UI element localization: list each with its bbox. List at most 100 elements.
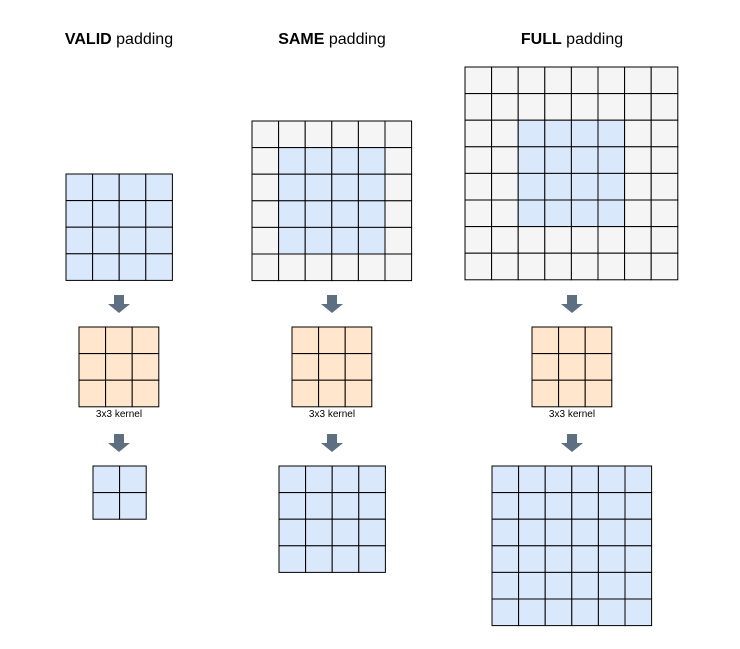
full-input-cell	[597, 93, 626, 121]
same-input-cell	[251, 120, 280, 149]
full-output-cell	[571, 518, 599, 547]
valid-input-cell	[92, 173, 120, 202]
full-input-cell	[597, 252, 626, 281]
valid-title: VALID padding	[65, 31, 173, 48]
same-input-cell	[304, 200, 333, 228]
same-input-cell	[278, 253, 306, 282]
full-input-cell	[464, 226, 493, 254]
same-output-cell	[305, 545, 333, 573]
full-output-cell	[518, 492, 546, 520]
full-output-cell	[624, 545, 653, 573]
full-input-cell	[464, 199, 493, 228]
full-input-cell	[517, 93, 546, 121]
valid-input-cell	[118, 173, 147, 202]
same-input-cell	[278, 200, 306, 228]
full-input-cell	[624, 146, 652, 174]
same-kernel-cell	[291, 326, 320, 355]
full-input-cell	[570, 172, 599, 201]
full-input-cell	[597, 172, 626, 201]
arrow-down-icon	[108, 295, 130, 313]
full-input-cell	[544, 172, 572, 201]
full-input-cell	[491, 119, 519, 148]
arrow-down-icon	[321, 434, 343, 452]
same-output-cell	[331, 518, 360, 547]
same-output-cell	[331, 492, 360, 520]
valid-input-cell	[92, 253, 120, 281]
full-input-cell	[650, 119, 679, 148]
same-input-cell	[304, 147, 333, 175]
full-input-cell	[570, 93, 599, 121]
same-output-cell	[358, 465, 386, 494]
same-input-cell	[357, 200, 386, 228]
arrow-down-icon	[321, 295, 343, 313]
full-kernel-cell	[584, 326, 613, 355]
valid-input-cell	[92, 226, 120, 255]
same-input-cell	[278, 147, 306, 175]
valid-output-cell	[119, 492, 147, 520]
full-input-cell	[544, 146, 572, 174]
full-input-cell	[491, 199, 519, 228]
full-output-cell	[518, 518, 546, 547]
full-output-cell	[544, 571, 573, 600]
valid-input-cell	[145, 253, 173, 281]
full-input-cell	[491, 226, 519, 254]
valid-kernel-cell	[131, 326, 160, 355]
valid-input-grid	[65, 173, 173, 281]
valid-kernel-cell	[131, 353, 160, 381]
valid-kernel-cell	[105, 379, 133, 408]
same-input-cell	[384, 147, 413, 175]
valid-input-cell	[65, 173, 94, 202]
same-kernel-cell	[344, 353, 373, 381]
same-input-cell	[278, 173, 306, 202]
full-kernel-cell	[531, 379, 560, 408]
full-input-grid	[464, 66, 679, 281]
full-kernel-cell	[584, 353, 613, 381]
full-output-cell	[624, 492, 653, 520]
valid-kernel-cell	[78, 353, 107, 381]
valid-input-cell	[145, 226, 173, 255]
full-output-cell	[491, 492, 520, 520]
full-output-cell	[597, 492, 626, 520]
full-input-cell	[570, 146, 599, 174]
same-kernel-grid	[291, 326, 373, 408]
same-output-cell	[278, 545, 307, 573]
full-output-cell	[571, 598, 599, 627]
valid-output-cell	[92, 492, 121, 520]
full-input-cell	[650, 93, 679, 121]
same-kernel-cell	[318, 353, 346, 381]
same-input-cell	[357, 226, 386, 255]
full-output-cell	[571, 571, 599, 600]
full-input-cell	[544, 66, 572, 95]
same-output-cell	[358, 492, 386, 520]
full-output-cell	[624, 465, 653, 494]
full-output-cell	[597, 598, 626, 627]
same-kernel-cell	[344, 326, 373, 355]
full-input-cell	[624, 93, 652, 121]
full-input-cell	[517, 146, 546, 174]
valid-title-bold: VALID	[65, 31, 112, 48]
same-kernel-cell	[291, 379, 320, 408]
valid-kernel-cell	[78, 379, 107, 408]
same-kernel-cell	[344, 379, 373, 408]
same-input-cell	[304, 253, 333, 282]
full-input-cell	[544, 199, 572, 228]
full-arrow-to-output	[561, 434, 583, 452]
valid-input-cell	[118, 226, 147, 255]
full-output-cell	[491, 545, 520, 573]
full-input-cell	[491, 172, 519, 201]
valid-arrow-to-kernel	[108, 295, 130, 313]
valid-input-cell	[118, 200, 147, 228]
valid-kernel-cell	[105, 353, 133, 381]
full-output-cell	[518, 545, 546, 573]
same-input-grid	[251, 120, 413, 282]
same-input-cell	[384, 253, 413, 282]
full-output-cell	[624, 518, 653, 547]
valid-kernel-cell	[78, 326, 107, 355]
full-input-cell	[491, 252, 519, 281]
full-output-cell	[597, 518, 626, 547]
full-input-cell	[464, 66, 493, 95]
full-input-cell	[491, 146, 519, 174]
same-arrow-to-output	[321, 434, 343, 452]
full-input-cell	[464, 146, 493, 174]
